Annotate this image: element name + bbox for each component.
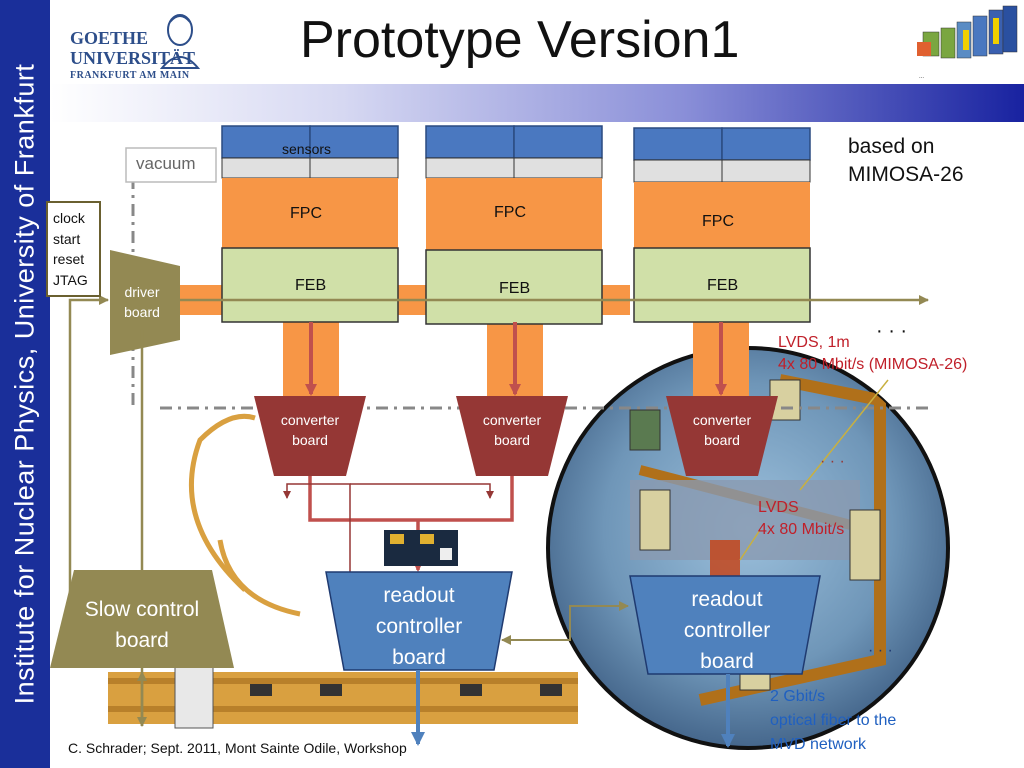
more-dots-2: · · · — [820, 453, 845, 470]
feb-label-3: FEB — [707, 277, 739, 294]
fpc-label-2: FPC — [494, 204, 526, 221]
sensor-chip — [425, 125, 515, 159]
feb-label-1: FEB — [295, 277, 327, 294]
converter-board-1 — [254, 396, 366, 476]
sensor-base — [633, 159, 723, 183]
flex-cable-photo — [108, 413, 578, 729]
lvds-label-1: LVDS, 1m 4x 80 Mbit/s (MIMOSA-26) — [778, 334, 968, 373]
lvds-pointer-line-2 — [739, 529, 761, 561]
module-2 — [425, 125, 603, 325]
more-modules-dots: · · · — [876, 320, 908, 342]
based-on-label: based on MIMOSA-26 — [848, 135, 964, 186]
driver-board — [110, 250, 180, 355]
fpc-label-3: FPC — [702, 213, 734, 230]
fpc-block — [222, 178, 398, 248]
lvds-label-2: LVDS 4x 80 Mbit/s — [758, 499, 845, 538]
lvds-pointer-line — [799, 379, 889, 491]
control-to-converter-2 — [350, 483, 494, 499]
fiber-label: 2 Gbit/s optical fiber to the MVD networ… — [770, 688, 897, 753]
signal-list-box — [46, 201, 101, 297]
more-dots-3: · · · — [868, 642, 893, 659]
page-title: Prototype Version1 — [300, 11, 740, 69]
header-band — [50, 84, 1024, 122]
control-to-converter-1 — [283, 483, 351, 572]
feb-label-2: FEB — [499, 280, 531, 297]
readout-controller-board-1 — [325, 571, 513, 671]
vacuum-label: vacuum — [136, 154, 196, 173]
corner-label: ... — [919, 74, 924, 80]
signal-list: clock start reset JTAG — [53, 210, 88, 288]
fpc-block — [634, 182, 810, 248]
logo-line3: FRANKFURT AM MAIN — [70, 70, 190, 81]
fpc-label-1: FPC — [290, 205, 322, 222]
driver-board-label: driver board — [124, 284, 160, 320]
sensors-label: sensors — [282, 141, 332, 157]
converter-board-3 — [666, 396, 778, 476]
sensor-chip — [221, 125, 311, 159]
header — [50, 0, 1024, 84]
converter-board-2 — [456, 396, 568, 476]
detector-stack-icon: ... — [917, 5, 1018, 80]
sensor-base — [721, 159, 811, 183]
converter-merge-line — [308, 476, 514, 522]
logo-line2: UNIVERSITÄT — [70, 48, 196, 68]
sensor-chip — [513, 125, 603, 159]
slow-control-board — [50, 570, 234, 668]
sensor-base — [221, 157, 311, 179]
logo-line1: GOETHE — [70, 28, 149, 48]
signal-link-driver — [68, 295, 109, 600]
readout-controller-board-2 — [629, 575, 821, 675]
university-logo: GOETHE UNIVERSITÄT FRANKFURT AM MAIN — [70, 8, 202, 81]
module-1 — [221, 125, 399, 323]
sensor-base — [513, 157, 603, 179]
sidebar: Institute for Nuclear Physics, Universit… — [0, 0, 50, 768]
fpc-block — [426, 178, 602, 250]
slow-control-label: Slow control board — [84, 598, 200, 652]
vacuum-label-box — [125, 147, 217, 183]
sensor-base — [309, 157, 399, 179]
footer-credit: C. Schrader; Sept. 2011, Mont Sainte Odi… — [68, 740, 407, 756]
goethe-portrait-icon — [159, 14, 201, 69]
sensor-chip — [633, 127, 723, 161]
sensor-base — [425, 157, 515, 179]
module-3 — [633, 127, 811, 323]
sensor-chip — [721, 127, 811, 161]
feb-block — [221, 247, 399, 323]
